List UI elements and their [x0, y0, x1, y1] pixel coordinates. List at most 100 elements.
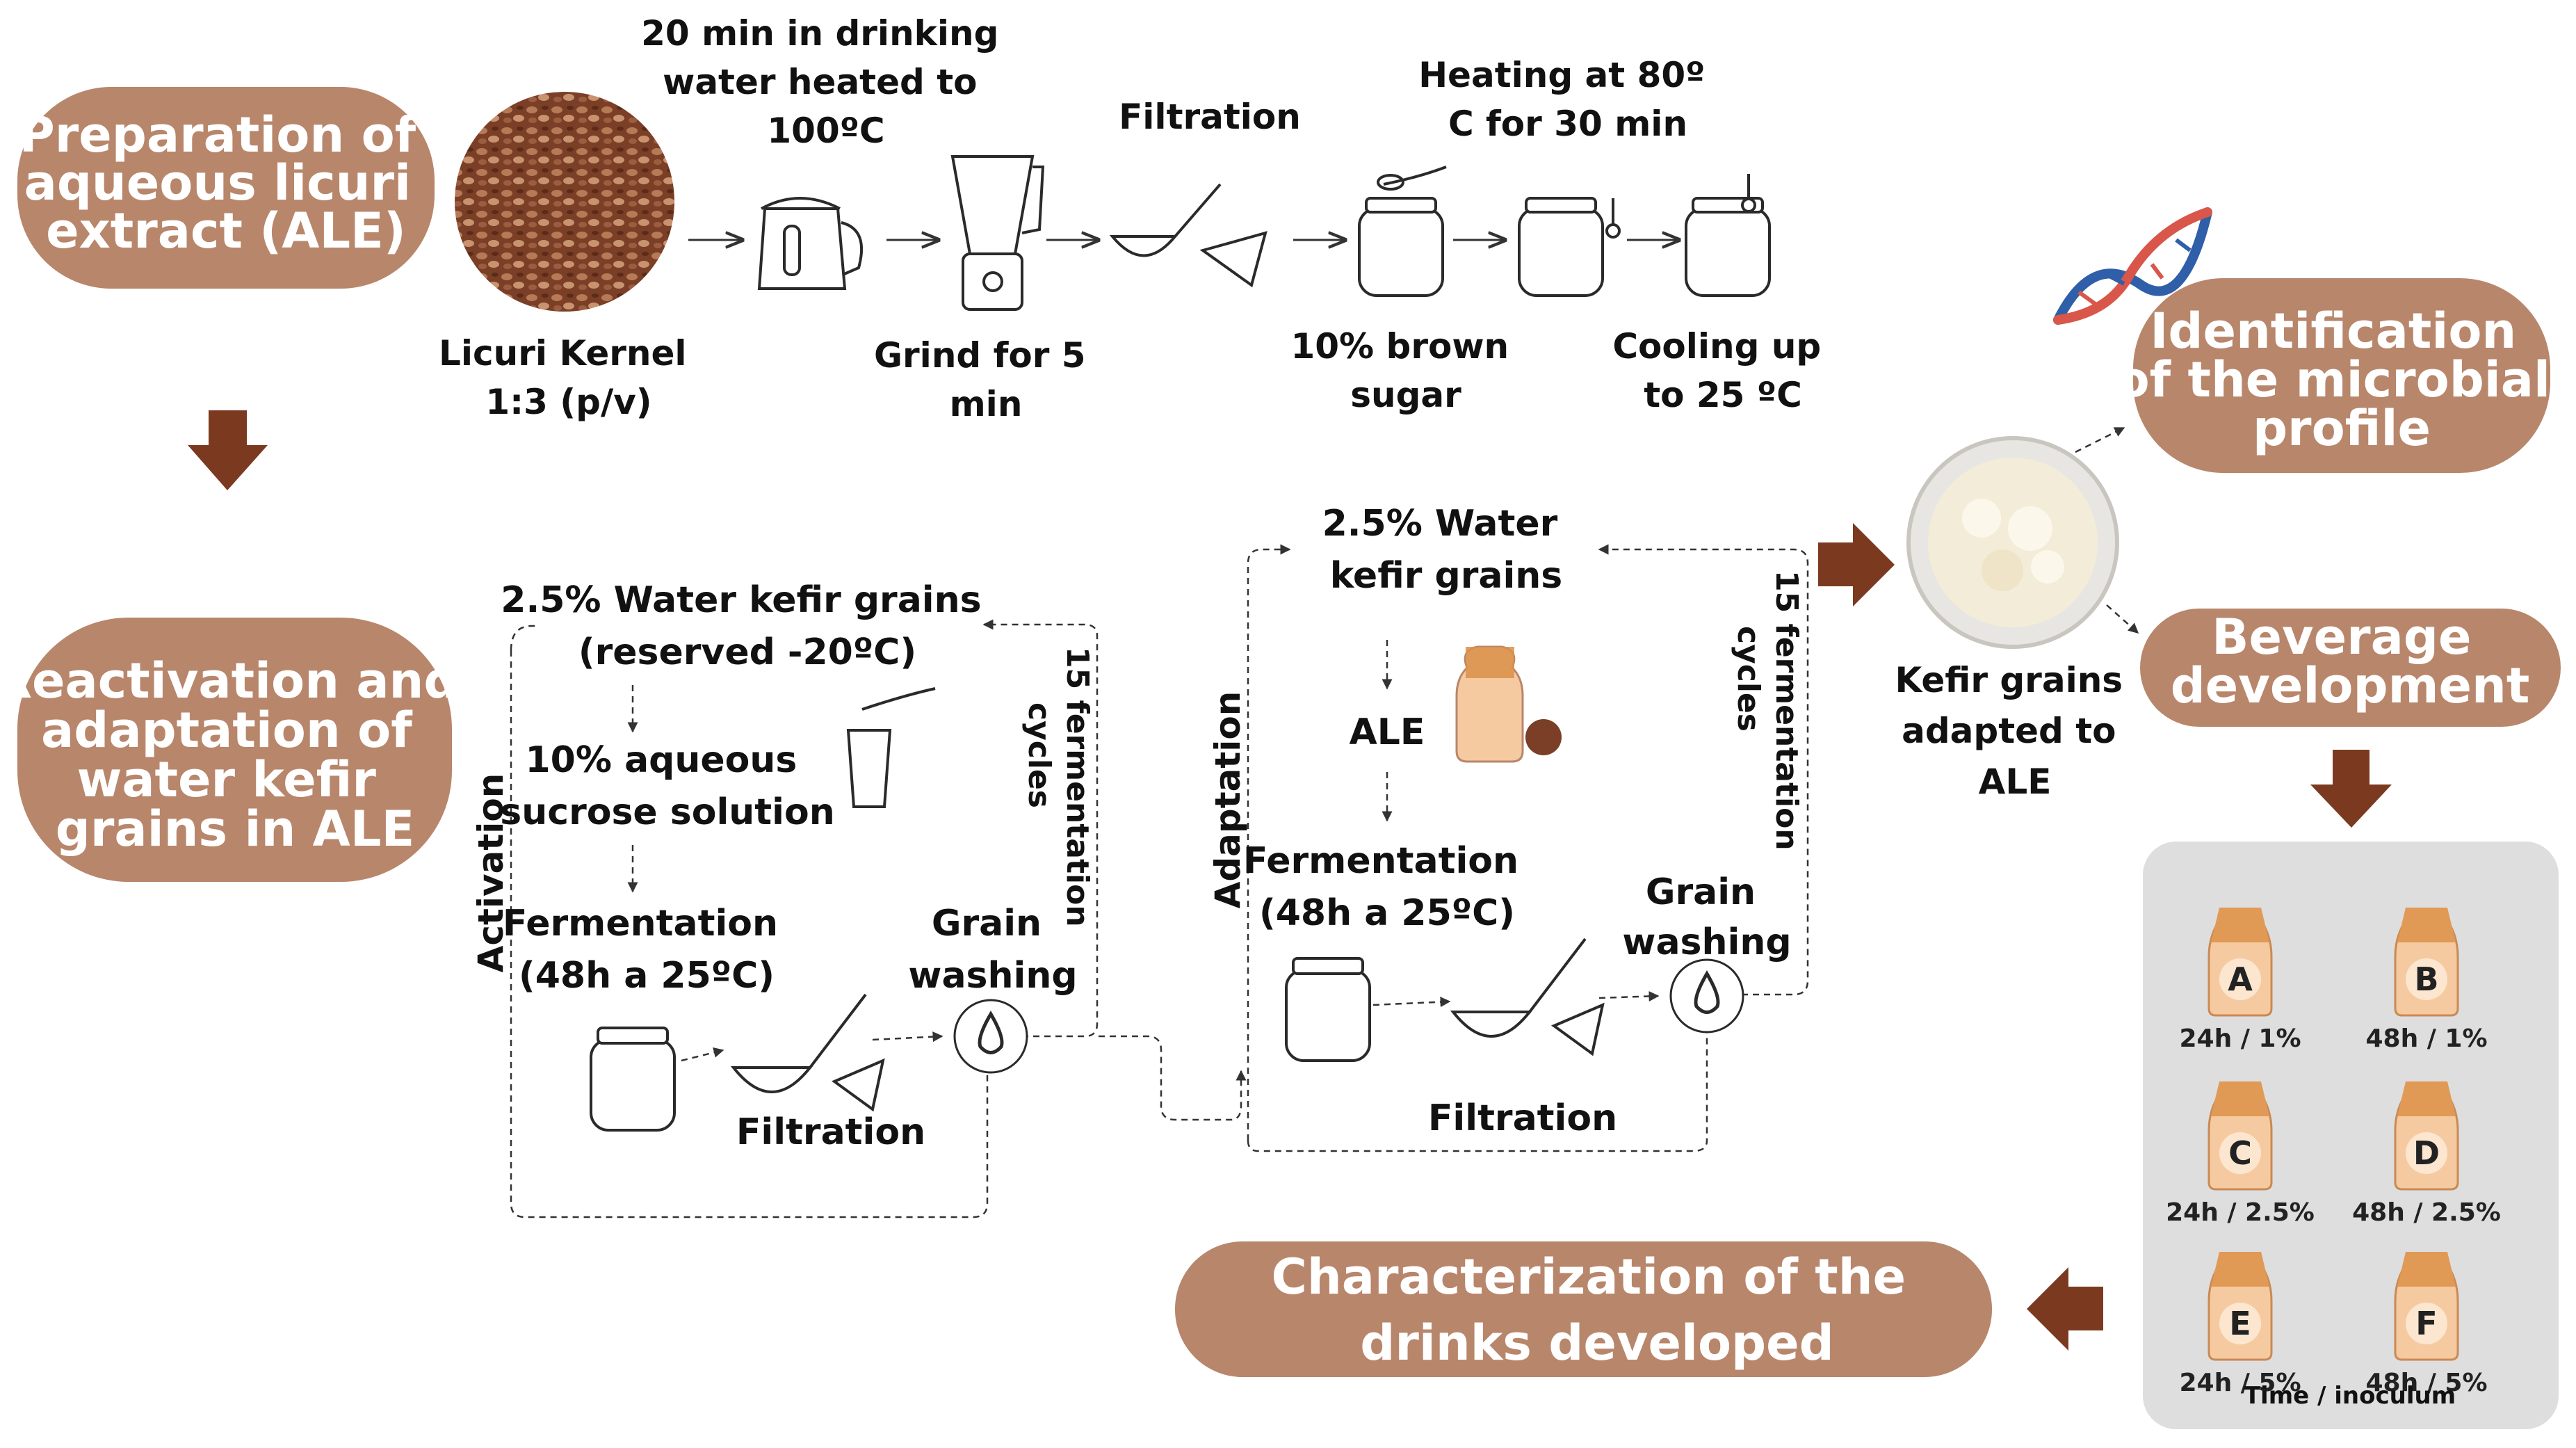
label-sucrose-line-2: sucrose solution — [500, 791, 834, 833]
pill-identification-line-2: of the microbial — [2116, 351, 2550, 408]
svg-text:Characterization of the: Characterization of the drinks developed — [1272, 1248, 1923, 1371]
bottle-b: B 48h / 1% — [2365, 908, 2488, 1053]
bottle-label — [2406, 1303, 2447, 1344]
bottle-letter: C — [2228, 1134, 2252, 1172]
pill-beverage-line-2: development — [2171, 657, 2530, 714]
label-kettle: 20 min in drinking water heated to 100ºC — [641, 13, 1011, 151]
label-adaptation-cycles: 15 fermentation cycles — [1731, 570, 1804, 861]
bottle-e: E 24h / 5% — [2179, 1252, 2301, 1397]
label-adaptation-grains: 2.5% Water kefir grains — [1322, 503, 1571, 597]
activation-strainer-icon — [730, 993, 885, 1112]
bottle-caption: 24h / 1% — [2179, 1024, 2301, 1053]
pill-identification: Identification of the microbial profile — [2116, 278, 2568, 473]
label-activation-fermentation-line-1: Fermentation — [503, 903, 778, 944]
label-heating-line-1: Heating at 80º — [1418, 55, 1705, 95]
label-adaptation-washing-line-1: Grain — [1646, 871, 1756, 913]
label-adaptation-fermentation: Fermentation (48h a 25ºC) — [1243, 840, 1531, 934]
heating-jar-icon — [1518, 197, 1621, 297]
bottle-caption: 24h / 2.5% — [2166, 1198, 2315, 1227]
bottle-caption: 48h / 1% — [2365, 1024, 2487, 1053]
sugar-jar-icon — [1358, 166, 1447, 297]
bottle-c: C 24h / 2.5% — [2166, 1081, 2315, 1227]
adaptation-washing-icon — [1669, 958, 1744, 1033]
bottle-cap — [2397, 1081, 2456, 1116]
label-activation-grains-line-2: (reserved -20ºC) — [578, 632, 916, 673]
activation-washing-icon — [953, 999, 1028, 1074]
label-activation-grains: 2.5% Water kefir grains (reserved -20ºC) — [501, 579, 994, 673]
bottle-cap — [2211, 908, 2269, 942]
label-kernel-line-1: Licuri Kernel — [439, 333, 687, 373]
pill-characterization-line-1: Characterization of the — [1272, 1248, 1906, 1305]
activation-loop — [510, 619, 1099, 1218]
label-adaptation-fermentation-line-2: (48h a 25ºC) — [1259, 892, 1515, 934]
label-activation-cycles-line-1: 15 fermentation — [1060, 647, 1095, 927]
kernel-image — [455, 92, 674, 312]
label-adaptation-cycles-line-2: cycles — [1731, 626, 1766, 732]
label-activation-cycles-line-2: cycles — [1021, 702, 1057, 808]
bottle-caption: 24h / 5% — [2179, 1369, 2301, 1397]
bottle-caption: 48h / 2.5% — [2352, 1198, 2501, 1227]
label-cooling: Cooling up to 25 ºC — [1612, 326, 1833, 415]
bottle-letter: E — [2229, 1305, 2251, 1342]
bottle-letter: A — [2228, 960, 2253, 998]
pill-characterization: Characterization of the drinks developed — [1175, 1241, 1992, 1377]
label-adaptation-washing: Grain washing — [1622, 871, 1791, 963]
label-filtration-top: Filtration — [1119, 97, 1301, 137]
label-activation-washing-line-2: washing — [908, 955, 1077, 997]
label-activation-washing-line-1: Grain — [932, 903, 1042, 944]
bottle-letter: B — [2414, 960, 2438, 998]
label-ale: ALE — [1350, 711, 1425, 753]
arrow-down-beverage — [2310, 750, 2392, 828]
beverage-panel — [2143, 842, 2559, 1429]
pill-reactivation-line-3: water kefir — [77, 751, 377, 808]
pill-identification-line-1: Identification — [2150, 303, 2516, 360]
bottle-label — [2219, 958, 2261, 1000]
label-heating: Heating at 80º C for 30 min — [1418, 55, 1717, 144]
label-adaptation-filtration: Filtration — [1428, 1097, 1617, 1139]
bottle-cap — [2211, 1081, 2269, 1116]
bottle-label — [2219, 1132, 2261, 1174]
pill-identification-line-3: profile — [2253, 400, 2431, 457]
svg-text:Identification of the mi: Identification of the microbial profile — [2116, 303, 2568, 457]
pill-reactivation-line-1: Reactivation and — [0, 652, 458, 709]
activation-jar-icon — [590, 1027, 676, 1132]
label-sugar-line-2: sugar — [1350, 375, 1461, 415]
bottle-cap — [2211, 1252, 2269, 1287]
pill-beverage: Beverage development — [2140, 609, 2561, 727]
bottle-cap — [2397, 1252, 2456, 1287]
bottle-label — [2219, 1303, 2261, 1344]
label-beverage-footer: Time / inoculum — [2244, 1382, 2456, 1410]
label-activation-cycles: 15 fermentation cycles — [1021, 647, 1095, 938]
label-grind: Grind for 5 min — [874, 335, 1098, 424]
adaptation-strainer-icon — [1450, 938, 1605, 1056]
label-sugar-line-1: 10% brown — [1290, 326, 1509, 367]
label-kefir-result-line-3: ALE — [1979, 762, 2052, 802]
label-sugar: 10% brown sugar — [1290, 326, 1521, 415]
svg-text:Reactivation and adaptat: Reactivation and adaptation of water kef… — [0, 652, 476, 858]
pill-preparation-line-3: extract (ALE) — [46, 202, 406, 259]
label-activation-filtration: Filtration — [736, 1111, 925, 1153]
label-kettle-line-1: 20 min in drinking — [641, 13, 998, 54]
bottle-label — [2406, 1132, 2447, 1174]
adaptation-loop — [1247, 544, 1809, 1152]
label-kefir-result: Kefir grains adapted to ALE — [1895, 660, 2134, 802]
pill-reactivation-line-2: adaptation of — [41, 702, 413, 759]
label-grind-line-2: min — [950, 384, 1023, 424]
pill-characterization-line-2: drinks developed — [1360, 1314, 1834, 1371]
label-kefir-result-line-1: Kefir grains — [1895, 660, 2123, 700]
label-cooling-line-1: Cooling up — [1612, 326, 1821, 367]
strainer-icon — [1109, 183, 1267, 288]
label-adaptation-grains-line-1: 2.5% Water — [1322, 503, 1558, 545]
label-cooling-line-2: to 25 ºC — [1644, 375, 1802, 415]
label-activation-fermentation: Fermentation (48h a 25ºC) — [503, 903, 791, 997]
label-grind-line-1: Grind for 5 — [874, 335, 1086, 376]
label-sucrose: 10% aqueous sucrose solution — [500, 739, 834, 833]
arrow-right-to-kefir — [1818, 523, 1895, 606]
pill-preparation: Preparation of aqueous licuri extract (A… — [17, 87, 435, 289]
svg-text:Preparation of aqueous l: Preparation of aqueous licuri extract (A… — [19, 106, 432, 259]
water-glass-icon — [846, 687, 936, 808]
blender-icon — [950, 155, 1045, 311]
